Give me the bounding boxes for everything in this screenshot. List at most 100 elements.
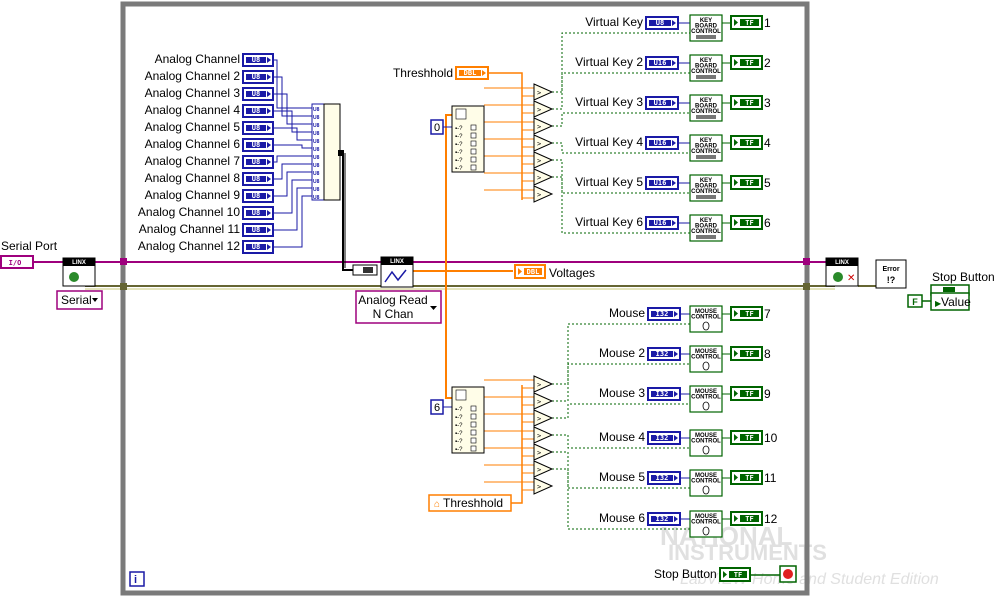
compare-bool-wire[interactable]	[552, 323, 690, 385]
compare-bool-wire[interactable]	[552, 403, 690, 419]
key-bool-indicator[interactable]: TF	[730, 15, 763, 30]
key-bool-indicator[interactable]: TF	[730, 95, 763, 110]
threshold-local-variable[interactable]: ⌂Threshhold	[428, 494, 512, 512]
mouse-terminal[interactable]: I32	[647, 387, 681, 401]
index-array-top[interactable]: ▪-?▪-?▪-?▪-?▪-?▪-?	[451, 105, 485, 173]
analog-channel-terminal[interactable]: U8	[242, 223, 274, 237]
greater-than-top[interactable]: >	[533, 100, 554, 118]
greater-than-top[interactable]: >	[533, 134, 554, 152]
greater-than-bottom[interactable]: >	[533, 460, 554, 478]
key-bool-indicator[interactable]: TF	[730, 175, 763, 190]
linx-analog-read-vi[interactable]: LINX	[380, 256, 414, 288]
channel-wire[interactable]	[273, 163, 312, 180]
greater-than-bottom[interactable]: >	[533, 426, 554, 444]
voltages-indicator[interactable]: DBL	[514, 264, 546, 279]
virtual-key-terminal[interactable]: U16	[645, 216, 679, 230]
mouse-terminal[interactable]: I32	[647, 347, 681, 361]
compare-bool-wire[interactable]	[552, 72, 690, 110]
false-constant[interactable]: F	[907, 294, 923, 308]
channel-wire[interactable]	[273, 144, 312, 149]
channel-wire[interactable]	[273, 110, 312, 133]
index-constant-bottom[interactable]: 6	[430, 399, 444, 415]
bottom-array-wire[interactable]	[445, 271, 455, 399]
analog-channel-terminal[interactable]: U8	[242, 121, 274, 135]
channel-wire[interactable]	[273, 195, 312, 248]
channel-wire[interactable]	[273, 76, 312, 117]
greater-than-bottom[interactable]: >	[533, 477, 554, 495]
greater-than-top[interactable]: >	[533, 185, 554, 203]
loop-condition-terminal[interactable]	[779, 565, 797, 583]
analog-channel-terminal[interactable]: U8	[242, 155, 274, 169]
mouse-bool-indicator[interactable]: TF	[730, 306, 763, 321]
key-bool-indicator[interactable]: TF	[730, 55, 763, 70]
mouse-terminal[interactable]: I32	[647, 471, 681, 485]
linx-close-vi[interactable]: LINX✕	[825, 257, 859, 287]
index-constant-top[interactable]: 0	[430, 119, 444, 135]
analog-channel-terminal[interactable]: U8	[242, 240, 274, 254]
virtual-key-terminal[interactable]: U16	[645, 56, 679, 70]
compare-bool-wire[interactable]	[552, 32, 690, 93]
stop-button-indicator[interactable]: ▶Value	[930, 284, 971, 311]
greater-than-top[interactable]: >	[533, 117, 554, 135]
index-array-bottom[interactable]: ▪-?▪-?▪-?▪-?▪-?▪-?	[451, 386, 485, 454]
key-bool-indicator[interactable]: TF	[730, 135, 763, 150]
threshold-wire[interactable]	[488, 72, 523, 200]
mouse-bool-indicator[interactable]: TF	[730, 511, 763, 526]
virtual-key-terminal[interactable]: U8	[645, 16, 679, 30]
greater-than-bottom[interactable]: >	[533, 409, 554, 427]
analog-channel-terminal[interactable]: U8	[242, 53, 274, 67]
greater-than-bottom[interactable]: >	[533, 443, 554, 461]
greater-than-top[interactable]: >	[533, 83, 554, 101]
virtual-key-terminal[interactable]: U16	[645, 96, 679, 110]
virtual-key-terminal[interactable]: U16	[645, 176, 679, 190]
while-loop[interactable]	[120, 1, 810, 596]
compare-bool-wire[interactable]	[552, 142, 690, 154]
compare-bool-wire[interactable]	[552, 468, 690, 530]
linx-open-vi[interactable]: LINX	[62, 257, 96, 287]
channel-wire[interactable]	[273, 155, 312, 163]
greater-than-bottom[interactable]: >	[533, 375, 554, 393]
mouse-bool-indicator[interactable]: TF	[730, 386, 763, 401]
threshold-terminal[interactable]: DBL	[455, 66, 489, 80]
threshold-local-wire[interactable]	[511, 385, 523, 504]
analog-channel-terminal[interactable]: U8	[242, 87, 274, 101]
mouse-terminal[interactable]: I32	[647, 512, 681, 526]
channel-wire[interactable]	[273, 127, 312, 141]
channel-wire[interactable]	[273, 59, 312, 109]
analog-channel-terminal[interactable]: U8	[242, 138, 274, 152]
greater-than-top[interactable]: >	[533, 168, 554, 186]
channel-wire[interactable]	[273, 171, 312, 197]
analog-channel-terminal[interactable]: U8	[242, 70, 274, 84]
analog-channel-terminal[interactable]: U8	[242, 104, 274, 118]
virtual-key-terminal[interactable]: U16	[645, 136, 679, 150]
key-bool-indicator[interactable]: TF	[730, 215, 763, 230]
analog-channel-terminal[interactable]: U8	[242, 172, 274, 186]
compare-bool-wire[interactable]	[552, 434, 690, 449]
channel-wire[interactable]	[273, 93, 312, 125]
serial-ring[interactable]: Serial	[56, 290, 103, 310]
serial-port-terminal[interactable]: I/O	[0, 255, 34, 269]
error-handler-vi[interactable]: Error!?	[875, 259, 907, 289]
channel-wire[interactable]	[273, 187, 312, 231]
greater-than-top[interactable]: >	[533, 151, 554, 169]
mouse-terminal[interactable]: I32	[647, 431, 681, 445]
stop-button-terminal[interactable]: TF	[719, 567, 751, 582]
channel-wire[interactable]	[273, 179, 312, 214]
mouse-bool-indicator[interactable]: TF	[730, 430, 763, 445]
greater-than-bottom[interactable]: >	[533, 392, 554, 410]
mouse-terminal[interactable]: I32	[647, 307, 681, 321]
compare-bool-wire[interactable]	[552, 176, 690, 234]
compare-bool-wire[interactable]	[552, 363, 690, 402]
